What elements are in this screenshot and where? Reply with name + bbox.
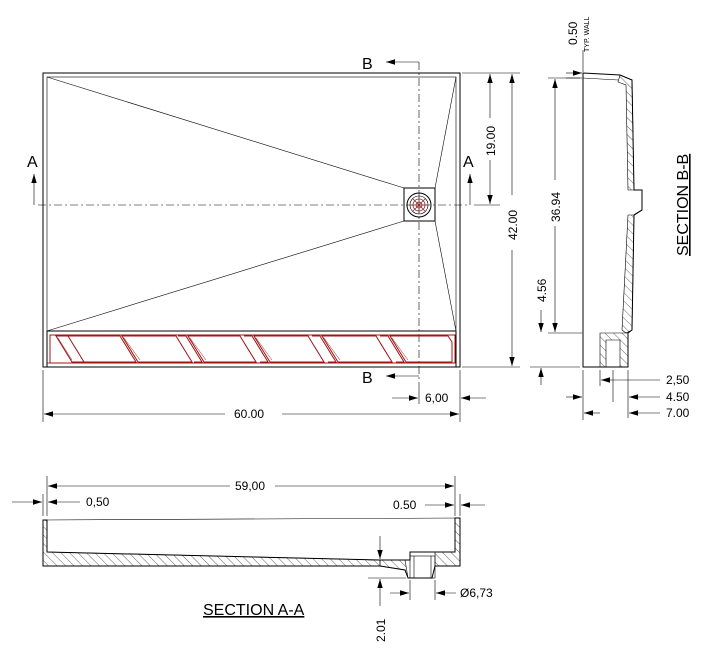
section-a-a-title: SECTION A-A bbox=[203, 602, 305, 619]
slope-line-right-top bbox=[434, 76, 457, 189]
dim-drain-offset-6: 6,00 bbox=[392, 385, 486, 405]
slope-line-right-bottom bbox=[434, 220, 457, 332]
svg-text:Ø6,73: Ø6,73 bbox=[460, 586, 493, 600]
dim-bottom-right: 2,50 4.50 7.00 bbox=[566, 370, 690, 420]
svg-text:A: A bbox=[463, 154, 474, 171]
trench-grate bbox=[46, 330, 457, 368]
dim-depth-3694: 36.94 bbox=[548, 77, 582, 334]
plan-view: A A B B 60.00 6,00 bbox=[27, 56, 520, 422]
svg-text:TYP. WALL: TYP. WALL bbox=[584, 16, 591, 52]
section-a-a-view: 59,00 0,50 0.50 Ø6,73 bbox=[12, 476, 493, 642]
svg-text:B: B bbox=[362, 370, 373, 387]
svg-text:0,50: 0,50 bbox=[86, 495, 110, 509]
grate-slots bbox=[55, 335, 453, 363]
svg-text:6,00: 6,00 bbox=[425, 391, 449, 405]
section-a-marker-right: A bbox=[463, 154, 474, 205]
pan-outer-outline bbox=[42, 72, 461, 368]
dim-width-60: 60.00 bbox=[42, 370, 461, 422]
dim-left-050: 0,50 bbox=[12, 494, 110, 516]
svg-text:4.56: 4.56 bbox=[535, 278, 549, 302]
dim-trench-456: 4.56 bbox=[530, 278, 580, 385]
section-b-b-view: 0.50 TYP. WALL 36.94 4.56 2,50 bbox=[530, 16, 692, 420]
svg-text:42.00: 42.00 bbox=[506, 210, 520, 240]
svg-text:A: A bbox=[27, 154, 38, 171]
slope-line-bottom bbox=[46, 220, 405, 332]
svg-text:2,50: 2,50 bbox=[666, 373, 690, 387]
section-b-b-title: SECTION B-B bbox=[675, 154, 692, 256]
svg-text:2.01: 2.01 bbox=[374, 618, 388, 642]
svg-text:7.00: 7.00 bbox=[666, 406, 690, 420]
svg-text:0.50: 0.50 bbox=[566, 21, 580, 45]
svg-text:60.00: 60.00 bbox=[234, 407, 264, 421]
drain-icon bbox=[403, 187, 436, 222]
dim-half-19: 19.00 bbox=[474, 74, 500, 206]
pan-inner-outline bbox=[46, 76, 457, 364]
slope-line-top bbox=[46, 76, 405, 189]
svg-text:4.50: 4.50 bbox=[666, 390, 690, 404]
section-a-marker-left: A bbox=[27, 154, 38, 205]
section-b-marker-top: B bbox=[362, 56, 419, 73]
dim-right-050: 0.50 bbox=[393, 494, 485, 516]
svg-text:B: B bbox=[362, 56, 373, 73]
svg-text:36.94: 36.94 bbox=[549, 192, 563, 222]
svg-text:19.00: 19.00 bbox=[484, 126, 498, 156]
dim-drain-diameter: Ø6,73 bbox=[390, 580, 493, 600]
svg-text:0.50: 0.50 bbox=[393, 498, 417, 512]
dim-wall-050: 0.50 TYP. WALL bbox=[566, 16, 591, 79]
svg-text:59,00: 59,00 bbox=[235, 479, 265, 493]
dim-drop-201: 2.01 bbox=[368, 536, 406, 642]
dim-inner-5900: 59,00 bbox=[46, 476, 456, 516]
dim-height-42: 42.00 bbox=[462, 72, 520, 368]
section-b-marker-bottom: B bbox=[362, 370, 419, 387]
